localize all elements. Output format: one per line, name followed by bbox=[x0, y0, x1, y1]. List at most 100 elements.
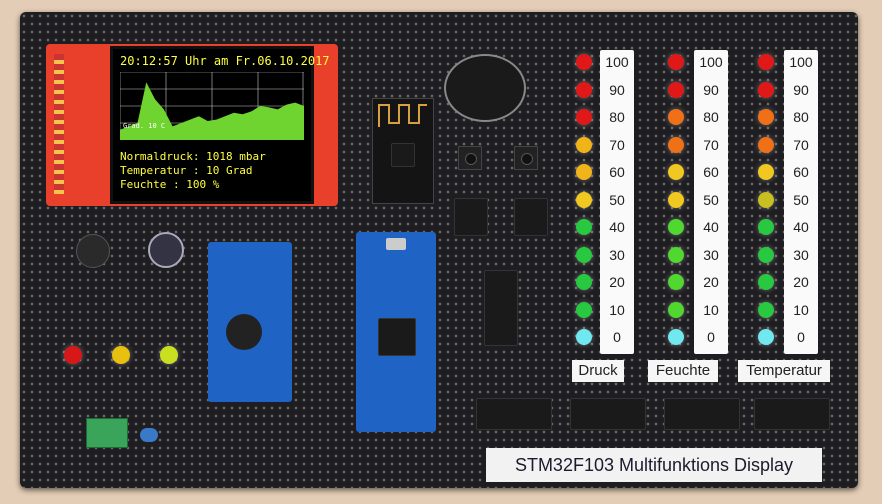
buck-converter bbox=[208, 242, 292, 402]
bar-led bbox=[758, 81, 774, 98]
bar-led bbox=[758, 246, 774, 263]
scale-value: 100 bbox=[605, 54, 629, 70]
ic-dip16 bbox=[484, 270, 518, 346]
scale-value: 90 bbox=[609, 81, 625, 98]
tft-pin-header bbox=[54, 54, 64, 194]
bar-led bbox=[576, 136, 592, 153]
scale-value: 10 bbox=[793, 301, 809, 318]
bar-led bbox=[668, 219, 684, 235]
bar-led bbox=[668, 54, 684, 70]
scale-value: 40 bbox=[609, 219, 625, 235]
usb-connector[interactable] bbox=[386, 238, 406, 250]
bar-led bbox=[576, 219, 592, 235]
scale-value: 70 bbox=[793, 136, 809, 153]
temperature-line: Temperatur : 10 Grad bbox=[120, 164, 253, 177]
scale-value: 90 bbox=[793, 81, 809, 98]
scale-value: 80 bbox=[609, 109, 625, 125]
bar-led bbox=[576, 191, 592, 208]
bar-led bbox=[668, 109, 684, 125]
bar-led bbox=[668, 274, 684, 290]
scale-value: 80 bbox=[793, 109, 809, 125]
ic-dip8-1 bbox=[454, 198, 488, 236]
humidity-line: Feuchte : 100 % bbox=[120, 178, 220, 191]
scale-value: 30 bbox=[703, 246, 719, 263]
scale-value: 70 bbox=[703, 136, 719, 153]
scale-value: 0 bbox=[797, 329, 805, 345]
battery-holder bbox=[444, 54, 526, 122]
bar-led bbox=[576, 301, 592, 318]
bar-led bbox=[758, 219, 774, 235]
bar-led bbox=[576, 274, 592, 290]
scale-value: 20 bbox=[609, 274, 625, 290]
scale-value: 80 bbox=[703, 109, 719, 125]
bar-led bbox=[668, 81, 684, 98]
scale-value: 20 bbox=[793, 274, 809, 290]
clock-text: 20:12:57 Uhr am Fr.06.10.2017 bbox=[120, 54, 330, 68]
scale-value: 100 bbox=[789, 54, 813, 70]
bar-led bbox=[576, 329, 592, 345]
bar-led bbox=[758, 301, 774, 318]
capacitor bbox=[148, 232, 184, 268]
scale-value: 40 bbox=[703, 219, 719, 235]
ic-driver-2 bbox=[570, 398, 646, 430]
bar-led bbox=[758, 274, 774, 290]
bar-led bbox=[668, 301, 684, 318]
bar-label: Feuchte bbox=[648, 360, 718, 382]
pressure-curve bbox=[120, 82, 304, 140]
bar-led bbox=[576, 54, 592, 70]
scale-value: 50 bbox=[793, 191, 809, 208]
bar-led bbox=[668, 164, 684, 180]
scale-value: 100 bbox=[699, 54, 723, 70]
inductor bbox=[226, 314, 262, 350]
ic-driver-3 bbox=[664, 398, 740, 430]
bar-led bbox=[668, 329, 684, 345]
scale-value: 0 bbox=[613, 329, 621, 345]
graph-label: Grad. 10 C bbox=[123, 122, 166, 130]
bar-led bbox=[576, 164, 592, 180]
bar-led bbox=[668, 246, 684, 263]
scale-value: 50 bbox=[609, 191, 625, 208]
status-led bbox=[64, 346, 82, 364]
radio-module bbox=[372, 98, 434, 204]
bar-led bbox=[758, 136, 774, 153]
blue-capacitor bbox=[140, 428, 158, 442]
scale-value: 20 bbox=[703, 274, 719, 290]
ic-driver-1 bbox=[476, 398, 552, 430]
mcu-chip bbox=[378, 318, 416, 356]
scale-value: 10 bbox=[703, 301, 719, 318]
push-button-left[interactable] bbox=[458, 146, 482, 170]
bar-led bbox=[576, 81, 592, 98]
power-terminal[interactable] bbox=[86, 418, 128, 448]
push-button-right[interactable] bbox=[514, 146, 538, 170]
scale-value: 60 bbox=[703, 164, 719, 180]
board-title: STM32F103 Multifunktions Display bbox=[486, 448, 822, 482]
status-led bbox=[112, 346, 130, 364]
scale-value: 60 bbox=[793, 164, 809, 180]
bar-led bbox=[758, 164, 774, 180]
potentiometer[interactable] bbox=[76, 234, 110, 268]
bar-led bbox=[758, 109, 774, 125]
bar-label: Temperatur bbox=[738, 360, 830, 382]
scale-value: 10 bbox=[609, 301, 625, 318]
scale-value: 70 bbox=[609, 136, 625, 153]
bar-led bbox=[758, 191, 774, 208]
bar-led bbox=[668, 191, 684, 208]
scale-value: 60 bbox=[609, 164, 625, 180]
bar-led bbox=[576, 246, 592, 263]
bar-led bbox=[758, 54, 774, 70]
scale-value: 40 bbox=[793, 219, 809, 235]
pressure-graph bbox=[120, 72, 304, 140]
bar-led bbox=[758, 329, 774, 345]
scale-value: 30 bbox=[793, 246, 809, 263]
bar-label: Druck bbox=[572, 360, 624, 382]
ic-dip8-2 bbox=[514, 198, 548, 236]
scale-value: 50 bbox=[703, 191, 719, 208]
pressure-line: Normaldruck: 1018 mbar bbox=[120, 150, 266, 163]
scale-value: 90 bbox=[703, 81, 719, 98]
status-led bbox=[160, 346, 178, 364]
ic-driver-4 bbox=[754, 398, 830, 430]
stm32-board bbox=[356, 232, 436, 432]
